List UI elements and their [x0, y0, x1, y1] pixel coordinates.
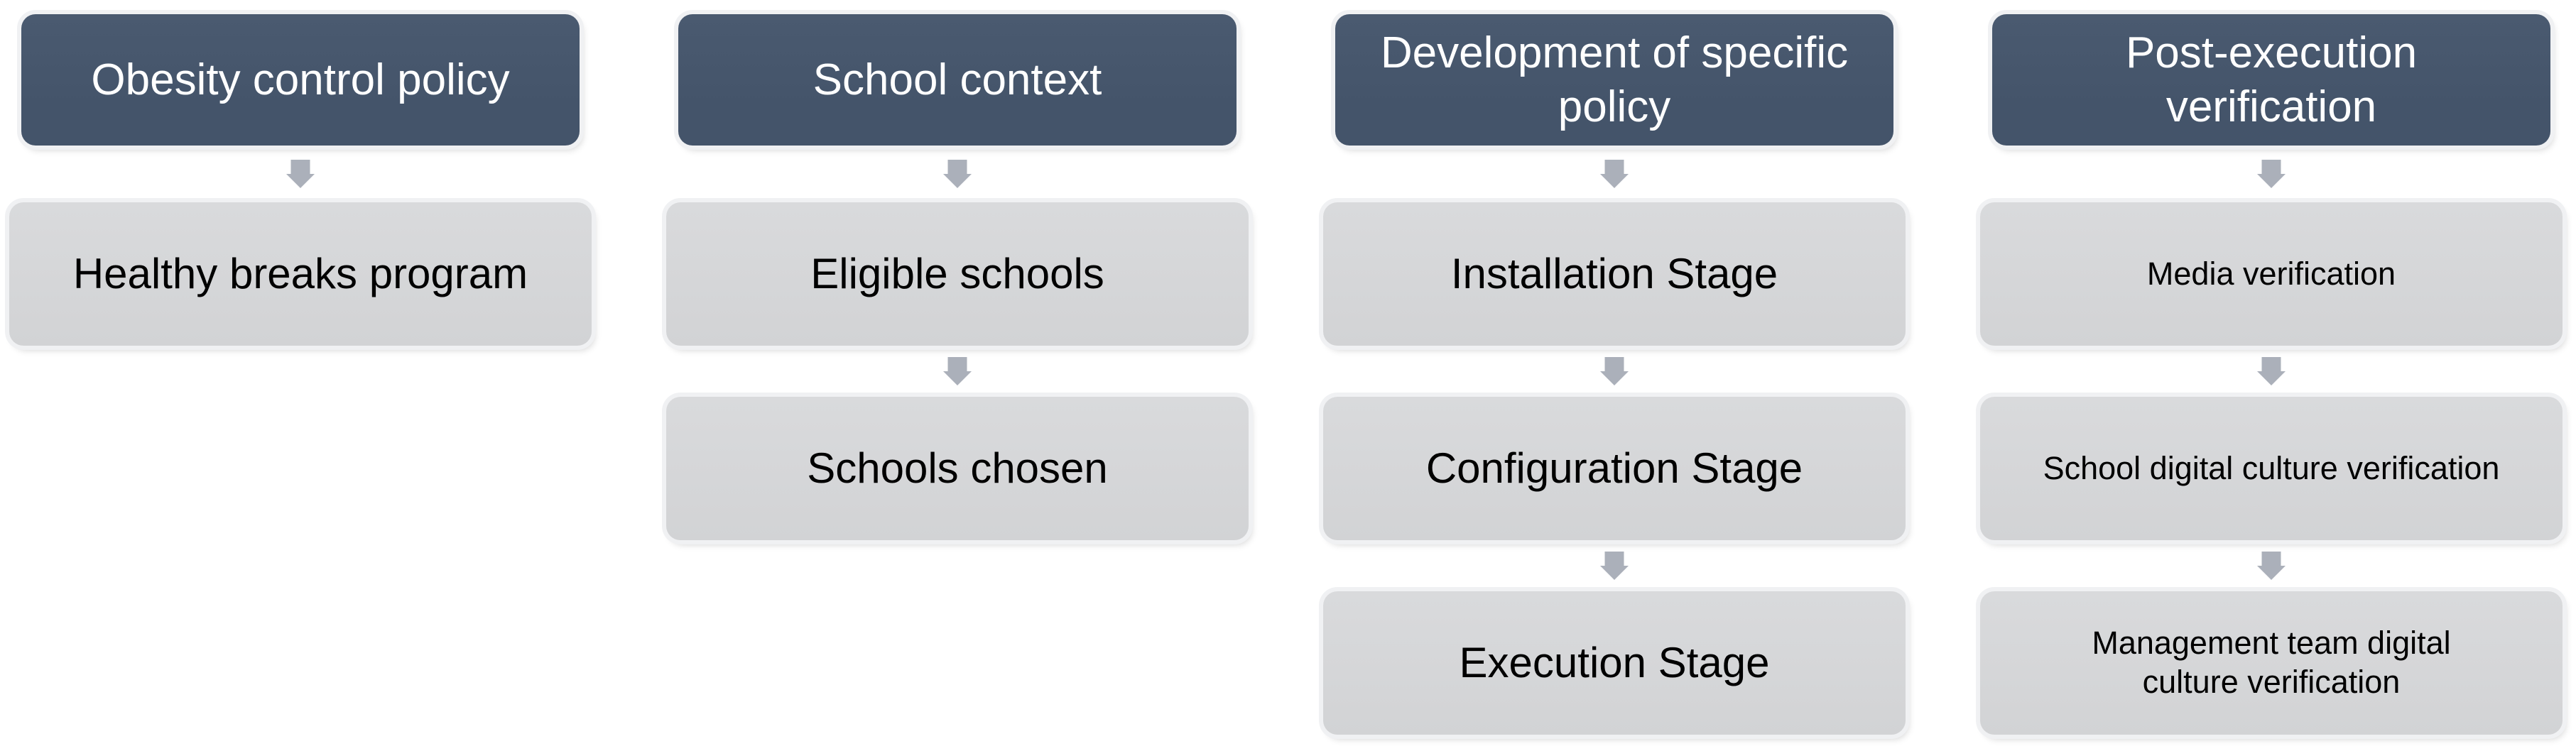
- column-development-of-specific-policy: Development of specific policy Installat…: [1323, 14, 1906, 735]
- connector: [666, 146, 1249, 202]
- header-label: Obesity control policy: [91, 55, 510, 104]
- item-label: Media verification: [2146, 255, 2396, 292]
- down-arrow-icon: [943, 160, 972, 188]
- item-label: Schools chosen: [807, 444, 1108, 493]
- down-arrow-icon: [1600, 357, 1629, 385]
- connector: [1323, 346, 1906, 397]
- item-media-verification: Media verification: [1980, 202, 2563, 346]
- column-post-execution-verification: Post-execution verification Media verifi…: [1980, 14, 2563, 735]
- item-configuration-stage: Configuration Stage: [1323, 397, 1906, 540]
- item-label: Execution Stage: [1459, 639, 1770, 687]
- item-label: Management team digital culture verifica…: [2092, 625, 2451, 700]
- item-schools-chosen: Schools chosen: [666, 397, 1249, 540]
- item-label: Installation Stage: [1450, 250, 1778, 298]
- down-arrow-icon: [1600, 160, 1629, 188]
- header-school-context: School context: [678, 14, 1237, 146]
- item-eligible-schools: Eligible schools: [666, 202, 1249, 346]
- item-execution-stage: Execution Stage: [1323, 591, 1906, 735]
- header-post-execution-verification: Post-execution verification: [1992, 14, 2550, 146]
- connector: [1980, 146, 2563, 202]
- item-school-digital-culture-verification: School digital culture verification: [1980, 397, 2563, 540]
- connector: [1323, 540, 1906, 591]
- item-label: Healthy breaks program: [72, 250, 528, 298]
- header-obesity-control-policy: Obesity control policy: [21, 14, 580, 146]
- item-label: Configuration Stage: [1425, 444, 1803, 493]
- down-arrow-icon: [2257, 160, 2286, 188]
- header-label: Development of specific policy: [1380, 28, 1849, 131]
- connector: [1980, 540, 2563, 591]
- item-installation-stage: Installation Stage: [1323, 202, 1906, 346]
- header-development-of-specific-policy: Development of specific policy: [1335, 14, 1893, 146]
- connector: [666, 346, 1249, 397]
- connector: [9, 146, 592, 202]
- down-arrow-icon: [943, 357, 972, 385]
- item-label: Eligible schools: [810, 250, 1104, 298]
- column-obesity-control-policy: Obesity control policy Healthy breaks pr…: [9, 14, 592, 346]
- item-label: School digital culture verification: [2043, 449, 2500, 486]
- down-arrow-icon: [1600, 552, 1629, 580]
- connector: [1323, 146, 1906, 202]
- header-label: Post-execution verification: [2125, 28, 2418, 131]
- down-arrow-icon: [2257, 357, 2286, 385]
- header-label: School context: [813, 55, 1102, 104]
- down-arrow-icon: [2257, 552, 2286, 580]
- item-healthy-breaks-program: Healthy breaks program: [9, 202, 592, 346]
- column-school-context: School context Eligible schools Schools …: [666, 14, 1249, 540]
- item-management-team-digital-culture-verification: Management team digital culture verifica…: [1980, 591, 2563, 735]
- connector: [1980, 346, 2563, 397]
- down-arrow-icon: [286, 160, 315, 188]
